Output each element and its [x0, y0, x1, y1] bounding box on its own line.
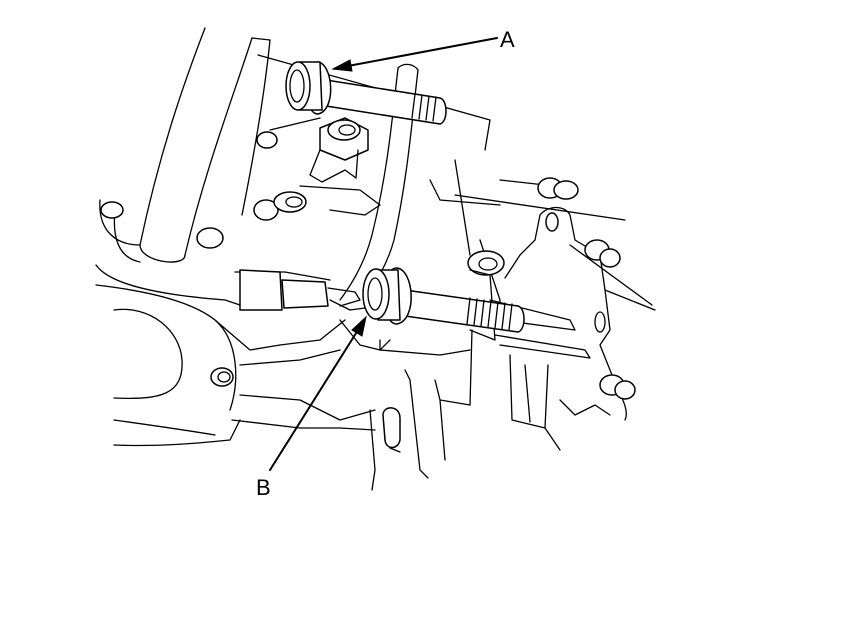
bolt-a — [285, 61, 447, 125]
leader-a — [331, 37, 498, 72]
leader-b — [269, 315, 367, 471]
bolt-b — [362, 267, 525, 333]
callout-b: B — [256, 475, 271, 500]
callout-a: A — [500, 27, 515, 52]
housing-outline — [95, 27, 656, 491]
